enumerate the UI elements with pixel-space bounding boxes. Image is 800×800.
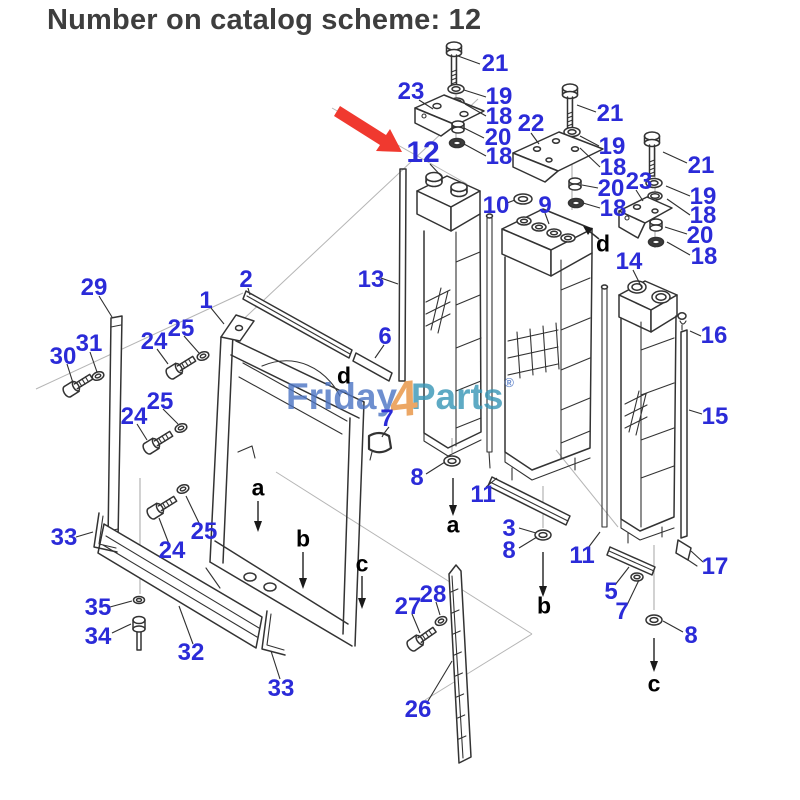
part-strip-15 (680, 329, 688, 539)
page-title: Number on catalog scheme: 12 (47, 4, 482, 36)
part-strip-29 (107, 315, 123, 543)
part-cross-member-32 (97, 523, 263, 649)
highlight-arrow (334, 106, 402, 152)
watermark-registered-mark: ® (504, 375, 515, 390)
watermark-text-pre: Friday (286, 376, 398, 417)
part-strip-5 (606, 546, 656, 576)
part-bolt-24b (140, 427, 176, 457)
part-washer-35 (132, 595, 146, 605)
part-clip-17 (675, 539, 698, 567)
part-bolt-24a (163, 352, 199, 382)
part-strip-26 (448, 564, 472, 764)
part-strip-2 (242, 290, 353, 359)
part-frame-1 (205, 314, 365, 647)
part-bracket-33-left (93, 512, 118, 553)
part-nut-8a (443, 455, 461, 467)
part-nut-8c (645, 614, 663, 626)
part-bolt-27 (404, 623, 439, 654)
part-radiator-14 (618, 280, 678, 544)
part-bracket-23-left (414, 94, 485, 137)
part-clamp-7a (367, 431, 393, 461)
part-washer-25b (173, 421, 189, 435)
part-nut-7b (630, 572, 644, 582)
part-radiator-12 (416, 171, 482, 457)
part-bolt-24c (144, 492, 180, 522)
part-bracket-23-right (618, 196, 673, 239)
part-washer-25c (175, 482, 191, 496)
reference-arrows (254, 226, 658, 672)
part-rod-10-guide (485, 213, 494, 469)
part-radiator-9 (501, 208, 593, 481)
part-strip-6 (352, 352, 393, 382)
part-washer-31 (90, 369, 106, 383)
part-strip-11a (487, 476, 571, 526)
part-bracket-22 (512, 131, 604, 183)
watermark-text-post: Parts (410, 376, 504, 417)
watermark-accent: 4 (389, 369, 419, 429)
hardware-group-left (414, 41, 485, 149)
hardware-group-middle (512, 83, 604, 209)
leader-lines (66, 55, 704, 702)
part-strip-13 (398, 168, 407, 382)
part-rod-11b (600, 284, 609, 528)
part-bolt-34 (132, 615, 146, 651)
hardware-group-right (618, 131, 673, 248)
part-washer-28 (433, 614, 449, 628)
part-bracket-33-right (261, 610, 286, 656)
part-nut-8b (534, 529, 552, 541)
part-cap-10 (513, 193, 533, 205)
part-bolt-30 (60, 370, 96, 400)
part-clip-16 (677, 312, 687, 331)
